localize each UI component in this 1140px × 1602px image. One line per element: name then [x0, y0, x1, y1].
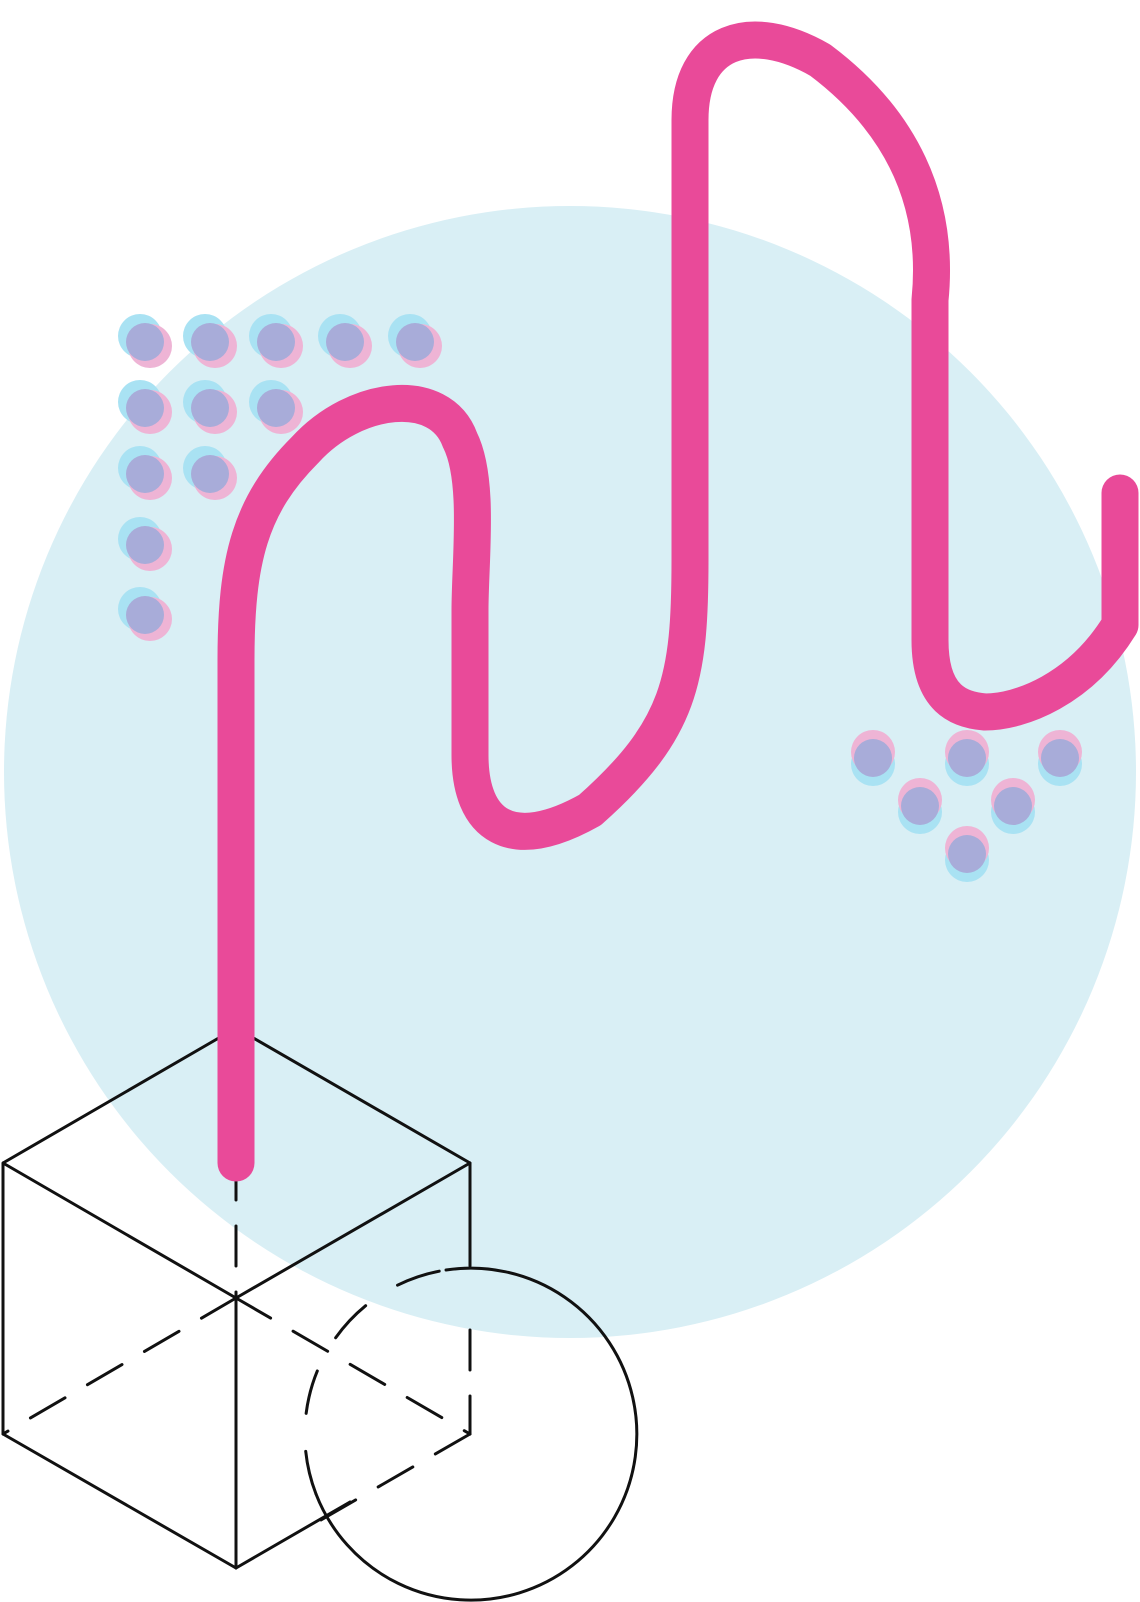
top-left-dot-2	[249, 314, 303, 368]
cube-icon	[1, 1026, 472, 1570]
top-left-dot-4	[388, 314, 442, 368]
right-dot-2	[1038, 730, 1082, 786]
top-left-dot-11	[118, 587, 172, 641]
cube-edge-front	[234, 1161, 472, 1300]
small-circle-icon	[303, 1266, 639, 1602]
top-left-dot-6	[183, 380, 237, 434]
right-dot-3	[898, 778, 942, 834]
wavy-path-icon	[217, 21, 1139, 1182]
cube-outline-top	[1, 1026, 238, 1570]
top-left-dot-8	[118, 446, 172, 500]
top-left-dot-10	[118, 517, 172, 571]
top-left-dot-3	[318, 314, 372, 368]
cube-hidden-edges	[1, 1158, 472, 1534]
small-circle-solid-arc	[314, 1266, 639, 1602]
right-dot-0	[851, 730, 895, 786]
top-left-dot-1	[183, 314, 237, 368]
top-left-dot-0	[118, 314, 172, 368]
top-left-dot-7	[249, 380, 303, 434]
right-dot-5	[945, 826, 989, 882]
right-dot-1	[945, 730, 989, 786]
right-dot-4	[991, 778, 1035, 834]
dots-right-icon	[851, 730, 1082, 882]
top-left-dot-5	[118, 380, 172, 434]
small-circle-dashed-arc	[303, 1268, 448, 1496]
dots-top-left-icon	[118, 314, 442, 641]
top-left-dot-9	[183, 446, 237, 500]
